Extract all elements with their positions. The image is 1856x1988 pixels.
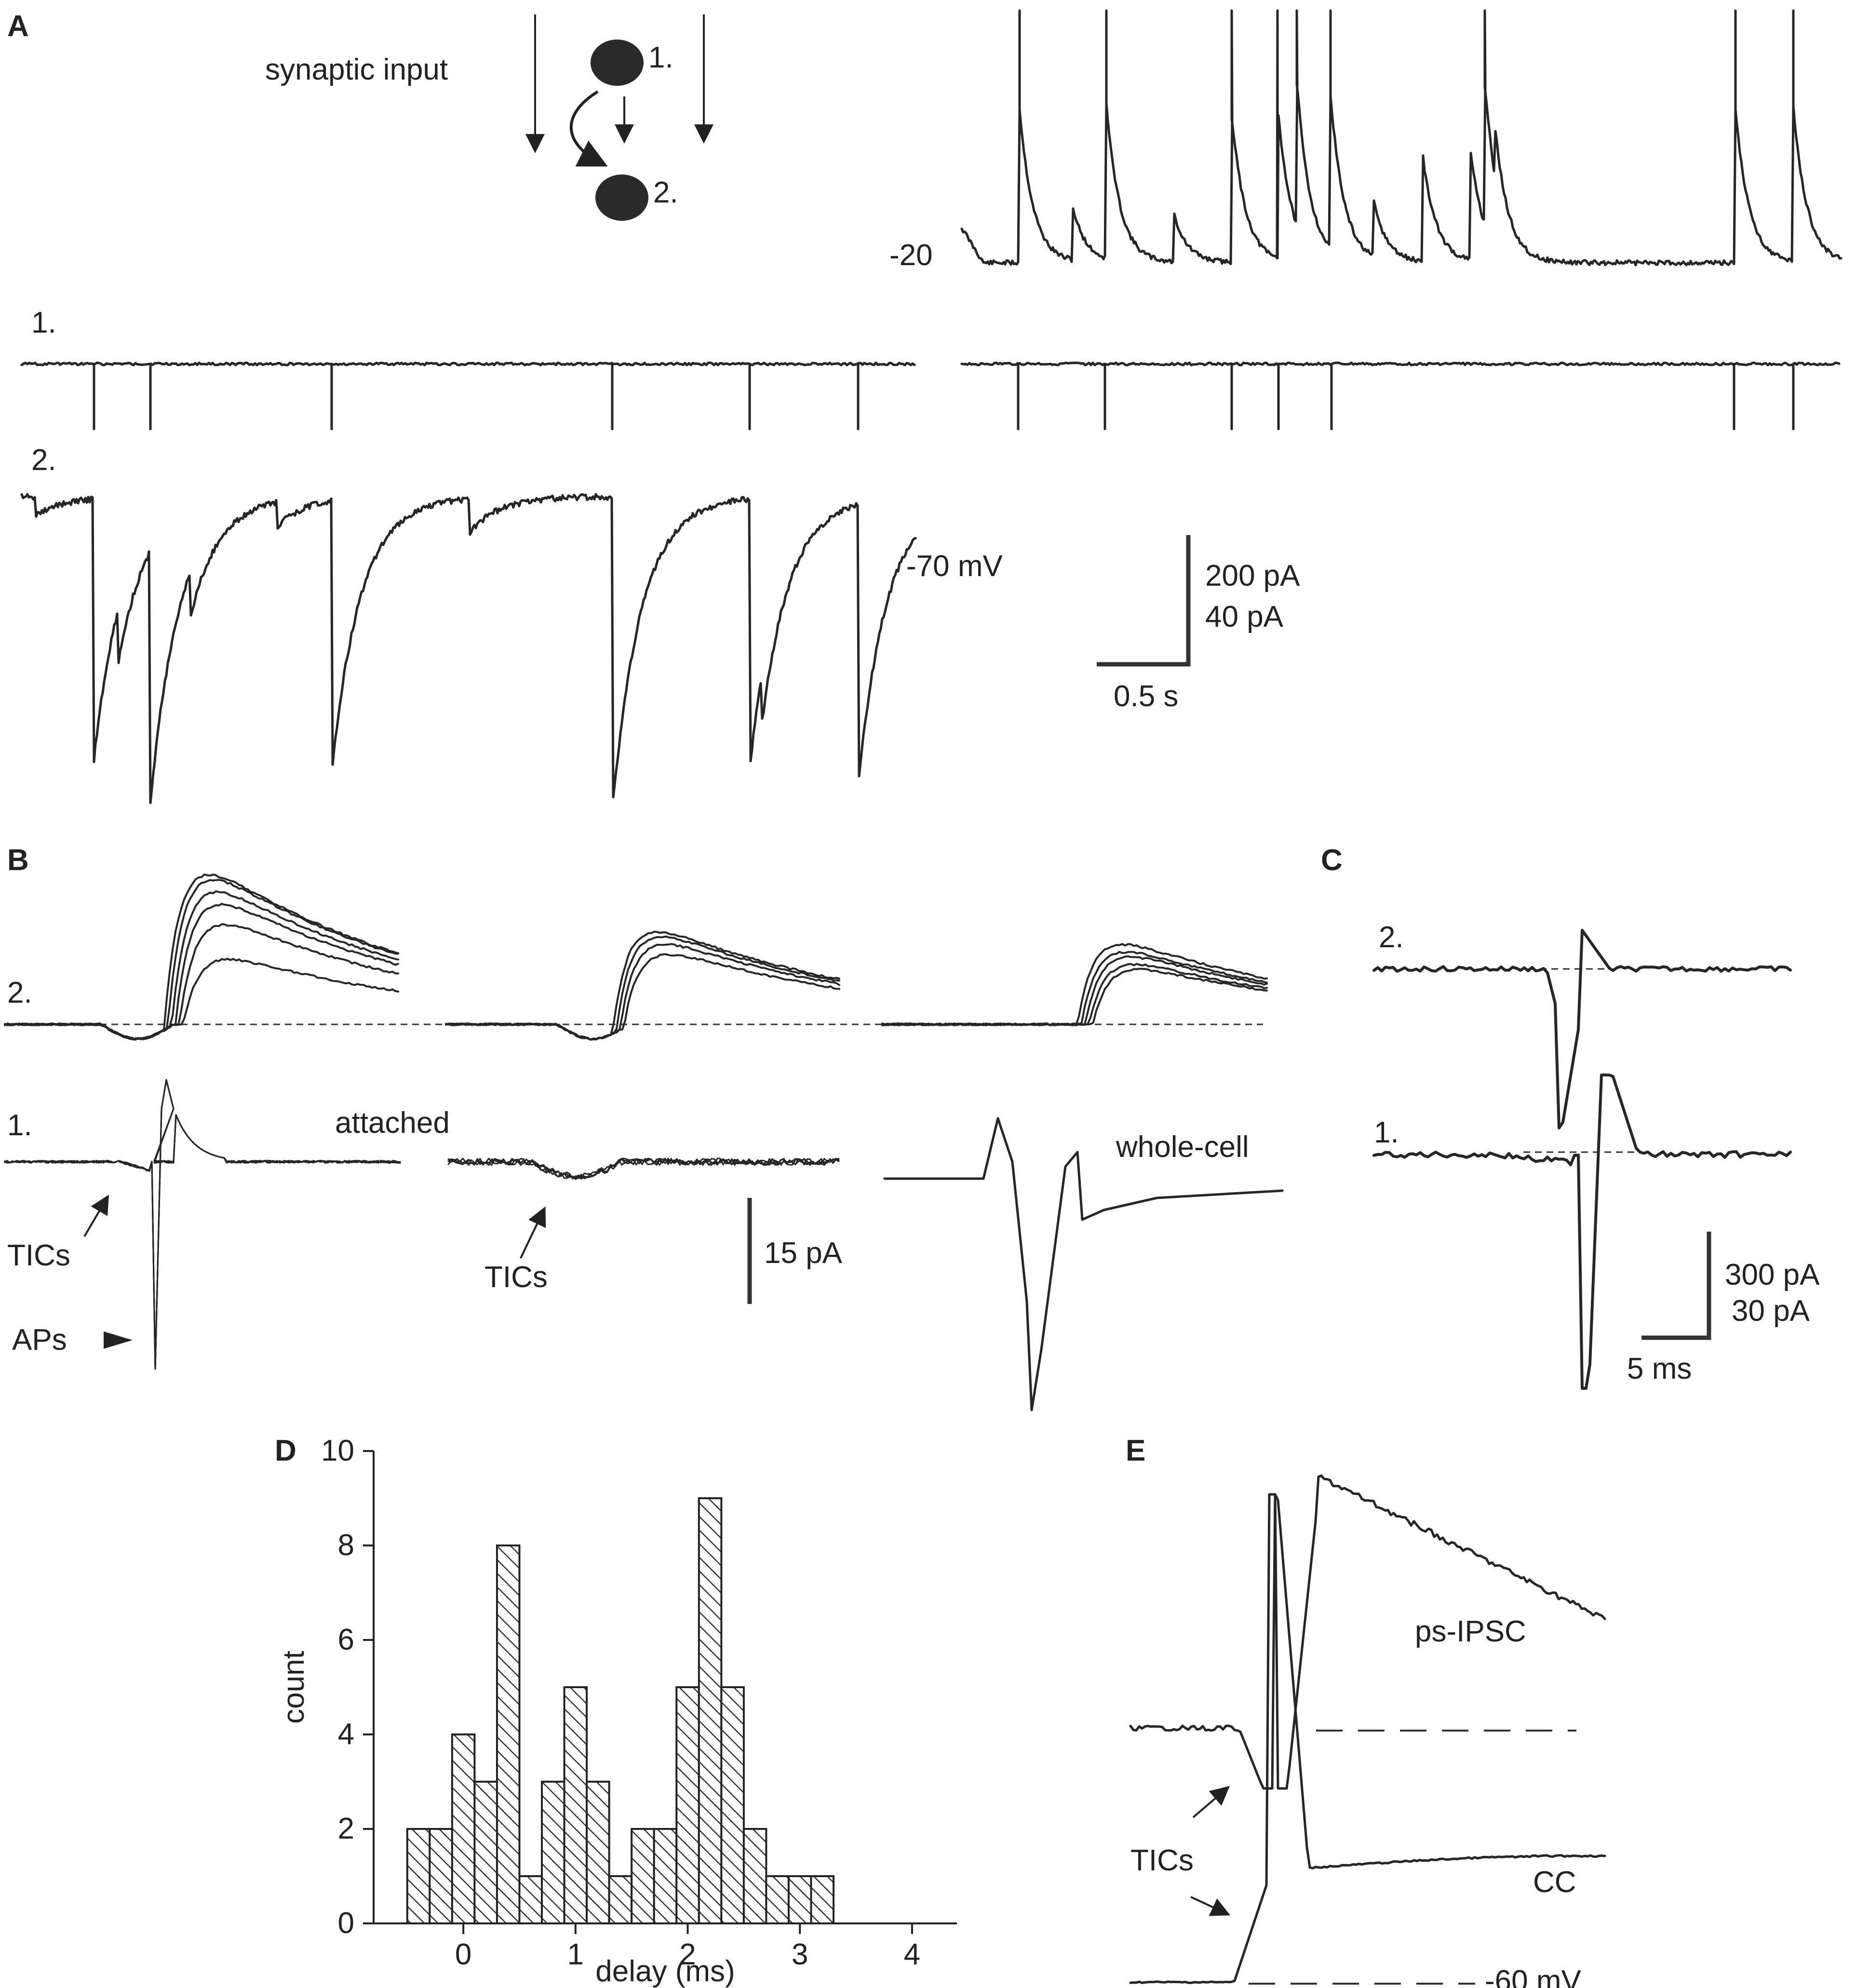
b-whole-cell-trace — [883, 1117, 1284, 1411]
cell-1-label: 1. — [648, 41, 673, 74]
histogram-bar — [496, 1545, 521, 1924]
b-cell1-spike-sweep — [4, 1079, 401, 1370]
b-ipsc-sweep — [881, 951, 1268, 1026]
histogram-bar — [563, 1686, 588, 1924]
cell-1-soma — [591, 40, 644, 86]
y-tick-label: 0 — [338, 1907, 354, 1940]
b-ipsc-sweep — [881, 943, 1268, 1026]
scale-c-y2: 30 pA — [1732, 1294, 1810, 1328]
histogram-bar — [653, 1828, 678, 1924]
histogram-bar — [787, 1875, 812, 1924]
e-tics-label: TICs — [1130, 1844, 1194, 1877]
histogram-bar — [541, 1781, 565, 1924]
x-tick-label: 1 — [567, 1938, 584, 1971]
cell-2-label: 2. — [653, 176, 678, 209]
scale-bar-c — [1641, 1232, 1711, 1340]
b-ipsc-sweep — [4, 879, 399, 1041]
b-tics-arrow-1 — [83, 1195, 109, 1237]
histogram-bar — [473, 1781, 498, 1924]
histogram-bar — [631, 1828, 655, 1924]
b-aps-arrowhead — [104, 1331, 133, 1349]
e-tics-arrow-1 — [1192, 1786, 1230, 1818]
b-cell1-traces — [4, 1079, 840, 1370]
y-tick-label: 6 — [338, 1623, 354, 1656]
c-cell2-trace — [1372, 928, 1792, 1129]
b-attached-label: attached — [335, 1106, 450, 1140]
histogram-bar — [406, 1828, 431, 1924]
b-cell1-tic-sweep — [447, 1157, 840, 1180]
histogram-bar — [765, 1875, 790, 1924]
y-ticks: 0 2 4 6 8 10 — [321, 1434, 374, 1940]
e-hold-label: -60 mV — [1485, 1964, 1581, 1988]
e-tics-arrow-2 — [1190, 1896, 1231, 1916]
synaptic-input-arrows — [525, 14, 713, 153]
y-tick-label: 2 — [338, 1812, 354, 1845]
histogram-bar — [698, 1497, 723, 1924]
panel-c-label: C — [1321, 844, 1343, 877]
panel-b-label: B — [7, 844, 29, 877]
panel-a-label: A — [7, 10, 29, 43]
histogram-bar — [608, 1875, 633, 1924]
b-tics-arrow-2 — [520, 1206, 546, 1259]
y-tick-label: 4 — [338, 1718, 354, 1751]
b-tics-label-2: TICs — [484, 1261, 548, 1294]
y-tick-label: 8 — [338, 1529, 354, 1562]
e-cc-label: CC — [1533, 1866, 1576, 1899]
connection-arrow — [570, 90, 608, 167]
scale-b-label: 15 pA — [764, 1236, 843, 1270]
trace-a-cell2-depolarized — [960, 9, 1843, 267]
b-trace2-label: 2. — [7, 976, 32, 1009]
synaptic-input-label: synaptic input — [265, 53, 448, 86]
x-tick-label: 4 — [904, 1938, 920, 1971]
hold-potential-upper: -20 — [889, 239, 933, 272]
histogram-bar — [675, 1686, 700, 1924]
b-aps-label: APs — [12, 1323, 67, 1357]
scale-c-y1: 300 pA — [1725, 1258, 1820, 1291]
c-cell1-trace — [1372, 1074, 1792, 1390]
hold-potential-lower: -70 mV — [906, 550, 1003, 583]
trace-a-cell2-hyperpolarized — [20, 493, 917, 804]
histogram-bar — [451, 1733, 476, 1924]
scale-a-x: 0.5 s — [1114, 680, 1178, 713]
x-tick-label: 3 — [792, 1938, 808, 1971]
scale-a-y2: 40 pA — [1205, 600, 1284, 633]
b-trace1-label: 1. — [7, 1109, 32, 1142]
a-trace1-label: 1. — [31, 306, 56, 339]
panel-e-label: E — [1126, 1434, 1145, 1467]
x-tick-label: 0 — [455, 1938, 471, 1971]
c-trace1-label: 1. — [1374, 1116, 1399, 1149]
cell-2-soma — [595, 175, 648, 221]
scale-c-x: 5 ms — [1627, 1352, 1692, 1385]
histogram-bar — [810, 1875, 835, 1924]
e-ps-ipsc-label: ps-IPSC — [1415, 1615, 1526, 1648]
a-trace2-label: 2. — [31, 443, 56, 477]
x-ticks: 0 1 2 3 4 — [455, 1923, 920, 1971]
histogram-bars — [406, 1497, 835, 1924]
b-ipsc-sweep — [4, 957, 399, 1040]
e-cc-trace — [1129, 1493, 1606, 1984]
x-tick-label: 2 — [679, 1938, 696, 1971]
scale-bar-a — [1097, 535, 1191, 667]
trace-a-cell1-right — [960, 362, 1841, 430]
c-trace2-label: 2. — [1379, 921, 1404, 954]
scale-a-y1: 200 pA — [1205, 559, 1300, 592]
panel-d-label: D — [275, 1434, 296, 1467]
histogram-chart: 0 2 4 6 8 10 0 1 2 3 4 — [321, 1434, 957, 1971]
histogram-bar — [518, 1875, 543, 1924]
x-axis-label: delay (ms) — [595, 1955, 735, 1988]
trace-a-cell1-left — [20, 362, 916, 430]
b-ipsc-sweep — [881, 967, 1268, 1026]
b-tics-label-1: TICs — [7, 1239, 70, 1272]
b-ipsc-traces — [4, 873, 1268, 1041]
y-tick-label: 10 — [321, 1434, 354, 1467]
e-ps-ipsc-trace — [1129, 1474, 1606, 1790]
y-axis-label: count — [277, 1651, 310, 1724]
b-ipsc-sweep — [445, 953, 840, 1041]
histogram-bar — [742, 1828, 767, 1924]
b-whole-cell-label: whole-cell — [1116, 1130, 1249, 1164]
histogram-bar — [586, 1781, 610, 1924]
histogram-bar — [429, 1828, 453, 1924]
histogram-bar — [720, 1686, 745, 1924]
